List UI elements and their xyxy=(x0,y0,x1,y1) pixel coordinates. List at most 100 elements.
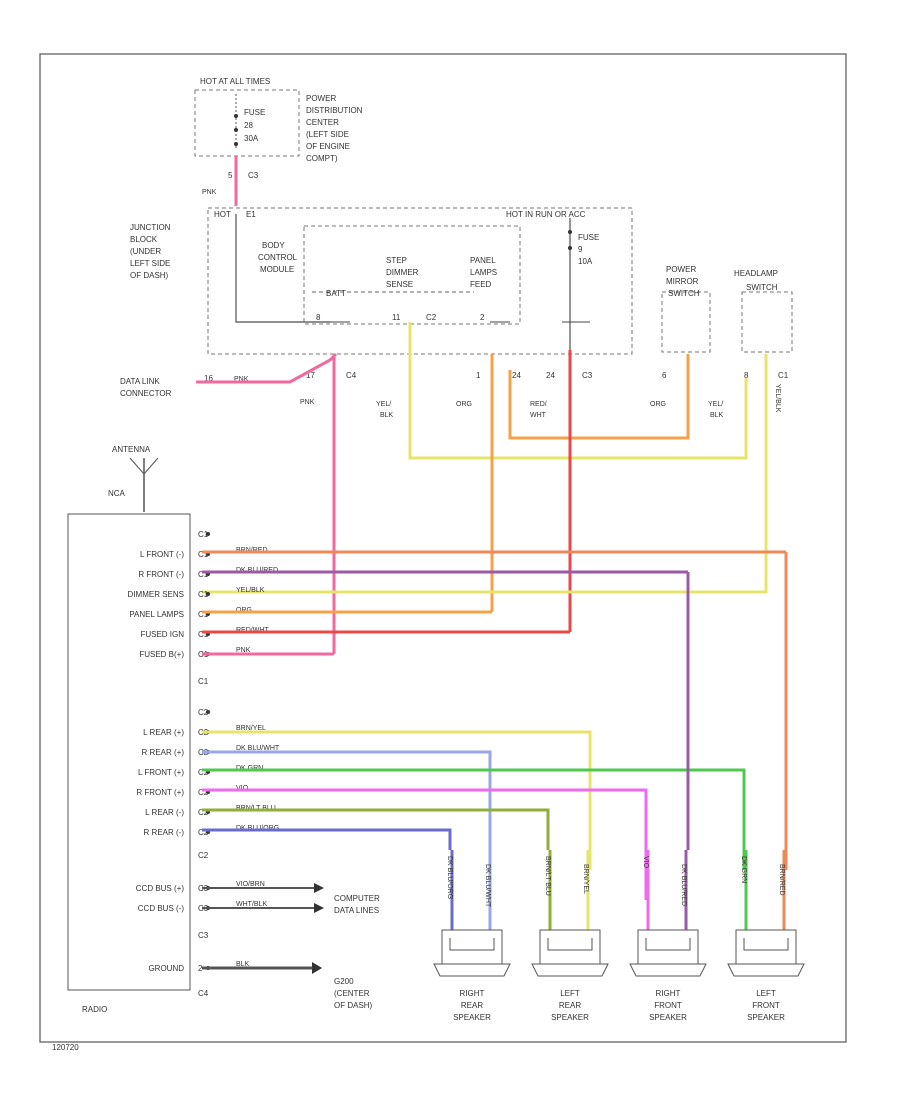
speaker-cone xyxy=(743,938,789,951)
radio-c1-pin-num: C1 xyxy=(198,590,209,599)
bcm-label-1: BODY xyxy=(262,241,285,250)
arrow-icon-ccd-minus xyxy=(314,903,324,913)
radio-c1-pin-num: C1 xyxy=(198,630,209,639)
bcm-label-2: CONTROL xyxy=(258,253,298,262)
radio-c1-pin-label: R FRONT (-) xyxy=(138,570,184,579)
radio-c2-pin-num: C2 xyxy=(198,788,209,797)
speaker-name: LEFT xyxy=(756,989,776,998)
radio-c1-wire-label: YEL/BLK xyxy=(236,587,265,594)
jb-internal-feed xyxy=(235,214,330,323)
speaker-name: SPEAKER xyxy=(551,1013,589,1022)
ground-loc-3: OF DASH) xyxy=(334,1001,373,1010)
jb-label-2: BLOCK xyxy=(130,235,158,244)
pdc-fuse-3: 30A xyxy=(244,134,259,143)
jb-label-3: (UNDER xyxy=(130,247,161,256)
speaker-wire-right-label: BRN/RED xyxy=(778,864,785,896)
jb-pin-c3: C3 xyxy=(582,371,593,380)
wire-brn-lt-blu-lrear xyxy=(202,808,550,850)
wire-yel-blk2-1: YEL/ xyxy=(708,401,723,408)
radio-c1-pin-num: C1 xyxy=(198,530,209,539)
pdc-box xyxy=(194,89,300,157)
speaker-base xyxy=(531,963,609,977)
radio-c1-pin-label: PANEL LAMPS xyxy=(129,610,184,619)
jb-label-1: JUNCTION xyxy=(130,223,171,232)
radio-c2-pin-label: R REAR (+) xyxy=(142,748,185,757)
dlc-pin: 16 xyxy=(204,374,213,383)
speaker-wire-left-label: VIO xyxy=(642,856,649,869)
speaker-cone xyxy=(449,938,495,951)
radio-c3-wire-label: WHT/BLK xyxy=(236,901,267,908)
pdc-label-6: COMPT) xyxy=(306,154,338,163)
pdc-label-1: POWER xyxy=(306,94,336,103)
radio-c2-pin-num: C2 xyxy=(198,768,209,777)
data-link-connector: DATA LINK CONNECTOR 16 PNK 17 xyxy=(120,371,315,398)
antenna-label: ANTENNA xyxy=(112,445,151,454)
pdc-connector: C3 xyxy=(248,171,259,180)
wire-dk-grn-lfront xyxy=(202,768,746,870)
jb-pin-c4: C4 xyxy=(346,371,357,380)
radio-c3-pin-label: CCD BUS (-) xyxy=(138,904,185,913)
power-mirror-3: SWITCH xyxy=(668,289,700,298)
radio-c2-pin-label: R REAR (-) xyxy=(144,828,185,837)
wire-data-link xyxy=(196,352,338,384)
speaker-wire-right-label: DK BLU/WHT xyxy=(484,864,491,908)
wire-brn-yel-lrear xyxy=(202,730,592,870)
power-mirror-switch-box xyxy=(661,291,711,353)
speaker-name: SPEAKER xyxy=(453,1013,491,1022)
speaker-name: SPEAKER xyxy=(649,1013,687,1022)
jb-pin-2: 2 xyxy=(480,313,485,322)
speaker-wire-left-label: BRN/LT BLU xyxy=(544,856,551,896)
wire-dk-blu-wht-rrear xyxy=(202,750,492,850)
speaker-wire-right-label: DK BLU/RED xyxy=(680,864,687,906)
jb-label-4: LEFT SIDE xyxy=(130,259,170,268)
speaker-base xyxy=(629,963,707,977)
computer-data-1: COMPUTER xyxy=(334,894,380,903)
radio-c1-pin-label: L FRONT (-) xyxy=(140,550,184,559)
radio-c2-wire-label: DK BLU/WHT xyxy=(236,745,280,752)
pdc-pin: 5 xyxy=(228,171,233,180)
pdc-label-3: CENTER xyxy=(306,118,339,127)
speaker-cone xyxy=(645,938,691,951)
pdc-label-4: (LEFT SIDE xyxy=(306,130,349,139)
speaker-icon xyxy=(637,929,699,965)
radio-c3-wire-label: VIO/BRN xyxy=(236,881,265,888)
radio-ground-pin-num: 2 xyxy=(198,964,203,973)
speaker-name: REAR xyxy=(461,1001,483,1010)
wire-red-wht-1: RED/ xyxy=(530,401,547,408)
ground-arrow-icon xyxy=(312,962,322,974)
speaker-icon xyxy=(735,929,797,965)
dlc-label-2: CONNECTOR xyxy=(120,389,172,398)
radio-c2-pin-label: L REAR (-) xyxy=(145,808,184,817)
radio-ground-wire-label: BLK xyxy=(236,961,250,968)
pdc-label-2: DISTRIBUTION xyxy=(306,106,363,115)
antenna-nca: NCA xyxy=(108,489,126,498)
pdc-fuse-2: 28 xyxy=(244,121,253,130)
radio-c2-pin-num: C2 xyxy=(198,708,209,717)
radio-c2-label: C2 xyxy=(198,851,209,860)
footer-code: 120720 xyxy=(52,1043,79,1052)
switches: POWER MIRROR SWITCH HEADLAMP SWITCH 6 8 … xyxy=(661,265,793,380)
mirror-pin: 6 xyxy=(662,371,667,380)
radio-c1-pin-label: DIMMER SENS xyxy=(128,590,184,599)
headlamp-2: SWITCH xyxy=(746,283,778,292)
speaker-base xyxy=(433,963,511,977)
speaker-base xyxy=(727,963,805,977)
wire-pnk-top-label: PNK xyxy=(202,189,217,196)
jb-pin-c2: C2 xyxy=(426,313,437,322)
jb-pin-24: 24 xyxy=(512,371,521,380)
radio-c2-pin-label: R FRONT (+) xyxy=(136,788,184,797)
radio-c1-label: C1 xyxy=(198,677,209,686)
radio-c2-pin-label: L REAR (+) xyxy=(143,728,184,737)
wire-org-mirror xyxy=(508,354,690,440)
speaker-name: FRONT xyxy=(654,1001,682,1010)
wire-yel-blk-1: YEL/ xyxy=(376,401,391,408)
jb-label-5: OF DASH) xyxy=(130,271,169,280)
junction-block-box xyxy=(207,207,633,355)
speaker-cone xyxy=(547,938,593,951)
